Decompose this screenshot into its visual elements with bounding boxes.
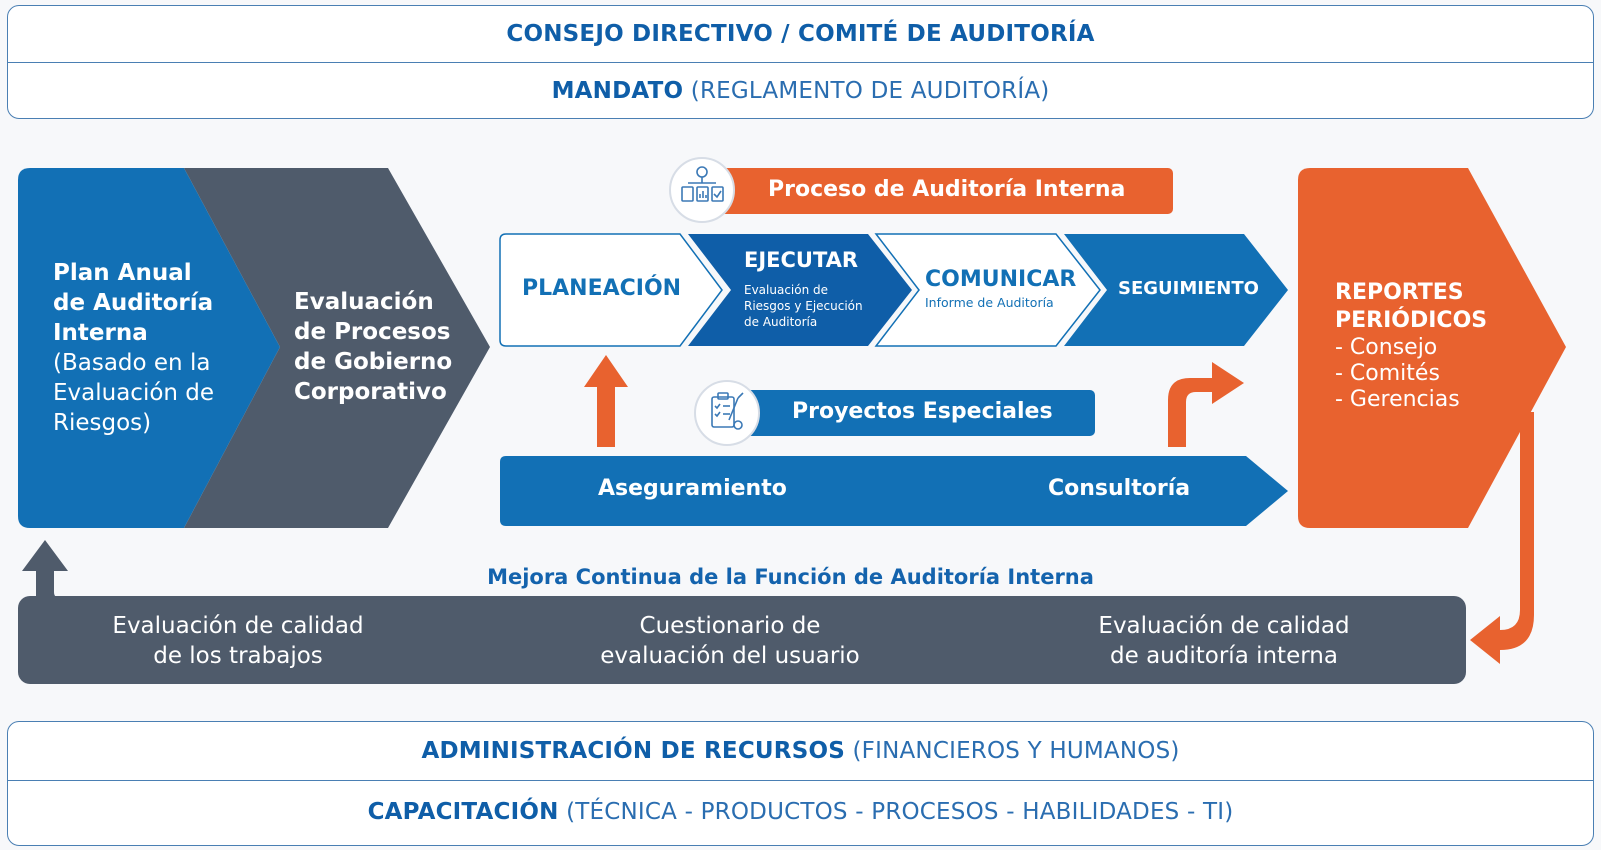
header-divider xyxy=(8,62,1593,63)
footer-line-2: CAPACITACIÓN (TÉCNICA - PRODUCTOS - PROC… xyxy=(8,781,1593,843)
mandato-detail: (REGLAMENTO DE AUDITORÍA) xyxy=(690,78,1050,104)
administracion-label: ADMINISTRACIÓN DE RECURSOS xyxy=(421,738,845,764)
header-line-1: CONSEJO DIRECTIVO / COMITÉ DE AUDITORÍA xyxy=(8,6,1593,62)
capacitacion-detail: (TÉCNICA - PRODUCTOS - PROCESOS - HABILI… xyxy=(566,799,1234,825)
aseguramiento-consultoria-bar xyxy=(500,456,1288,526)
governance-header: CONSEJO DIRECTIVO / COMITÉ DE AUDITORÍA … xyxy=(7,5,1594,119)
footer-divider xyxy=(8,780,1593,781)
checklist-icon xyxy=(711,392,744,430)
step-comunicar[interactable] xyxy=(874,233,1101,347)
capacitacion-label: CAPACITACIÓN xyxy=(367,799,559,825)
consejo-directivo-label: CONSEJO DIRECTIVO / COMITÉ DE AUDITORÍA xyxy=(506,21,1095,47)
ejecutar-sub-2: Riesgos y Ejecución xyxy=(744,299,863,313)
evaluacion-line-2: de Procesos xyxy=(294,319,451,345)
ejecutar-sub-3: de Auditoría xyxy=(744,315,818,329)
proyectos-label: Proyectos Especiales xyxy=(792,399,1053,424)
ejecutar-sub: Evaluación de Riesgos y Ejecución de Aud… xyxy=(744,282,863,330)
seguimiento-label: SEGUIMIENTO xyxy=(1118,278,1259,299)
evaluacion-procesos-text: Evaluación de Procesos de Gobierno Corpo… xyxy=(294,287,464,407)
plan-anual-line-5: Evaluación de xyxy=(53,380,215,406)
comunicar-label: COMUNICAR xyxy=(925,267,1077,292)
mejora-item-1-line-2: de los trabajos xyxy=(153,643,323,669)
reportes-title-2: PERIÓDICOS xyxy=(1335,308,1488,333)
plan-anual-line-2: de Auditoría xyxy=(53,290,214,316)
plan-anual-text: Plan Anual de Auditoría Interna (Basado … xyxy=(53,258,253,438)
mejora-item-3-line-1: Evaluación de calidad xyxy=(1098,613,1350,639)
mejora-item-1: Evaluación de calidad de los trabajos xyxy=(68,611,408,671)
mejora-item-2-line-2: evaluación del usuario xyxy=(600,643,860,669)
evaluacion-line-1: Evaluación xyxy=(294,289,434,315)
reportes-item-comites: - Comités xyxy=(1335,361,1440,386)
step-ejecutar[interactable] xyxy=(688,234,912,346)
plan-anual-block xyxy=(18,168,280,528)
evaluacion-line-3: de Gobierno xyxy=(294,349,453,375)
reportes-block xyxy=(1298,168,1566,528)
proyectos-bar xyxy=(735,390,1095,436)
up-arrow xyxy=(584,355,628,447)
step-seguimiento[interactable] xyxy=(1064,234,1288,346)
plan-anual-line-6: Riesgos) xyxy=(53,410,152,436)
mejora-bar xyxy=(18,596,1466,684)
reportes-text: REPORTES PERIÓDICOS - Consejo - Comités … xyxy=(1335,279,1487,413)
plan-anual-line-1: Plan Anual xyxy=(53,260,192,286)
header-line-2: MANDATO (REGLAMENTO DE AUDITORÍA) xyxy=(8,63,1593,119)
comunicar-sub: Informe de Auditoría xyxy=(925,295,1054,310)
footer-line-1: ADMINISTRACIÓN DE RECURSOS (FINANCIEROS … xyxy=(8,722,1593,780)
curved-arrow xyxy=(1168,362,1244,447)
mejora-item-3-line-2: de auditoría interna xyxy=(1110,643,1338,669)
mejora-item-2-line-1: Cuestionario de xyxy=(639,613,821,639)
proceso-title: Proceso de Auditoría Interna xyxy=(768,177,1126,202)
consultoria-label: Consultoría xyxy=(1048,476,1191,501)
proceso-icon-circle xyxy=(669,157,735,223)
evaluacion-procesos-block xyxy=(184,168,490,528)
mejora-title: Mejora Continua de la Función de Auditor… xyxy=(487,565,1094,589)
org-chart-icon xyxy=(681,166,724,202)
mejora-item-2: Cuestionario de evaluación del usuario xyxy=(560,611,900,671)
ejecutar-label: EJECUTAR xyxy=(744,248,859,272)
reportes-item-gerencias: - Gerencias xyxy=(1335,387,1460,412)
resources-footer: ADMINISTRACIÓN DE RECURSOS (FINANCIEROS … xyxy=(7,721,1594,846)
mejora-item-1-line-1: Evaluación de calidad xyxy=(112,613,364,639)
proceso-title-bar xyxy=(715,168,1173,214)
ejecutar-sub-1: Evaluación de xyxy=(744,283,829,297)
administracion-detail: (FINANCIEROS Y HUMANOS) xyxy=(852,738,1180,764)
mandato-label: MANDATO xyxy=(551,78,684,104)
step-planeacion[interactable] xyxy=(499,233,723,347)
return-arrow xyxy=(1470,412,1534,664)
proyectos-icon-circle xyxy=(694,380,760,446)
mejora-item-3: Evaluación de calidad de auditoría inter… xyxy=(1054,611,1394,671)
reportes-title-1: REPORTES xyxy=(1335,280,1464,305)
plan-anual-line-4: (Basado en la xyxy=(53,350,211,376)
evaluacion-line-4: Corporativo xyxy=(294,379,447,405)
aseguramiento-label: Aseguramiento xyxy=(598,476,787,501)
reportes-item-consejo: - Consejo xyxy=(1335,335,1438,360)
mejora-up-arrow xyxy=(22,540,68,598)
plan-anual-line-3: Interna xyxy=(53,320,148,346)
planeacion-label: PLANEACIÓN xyxy=(522,276,682,301)
